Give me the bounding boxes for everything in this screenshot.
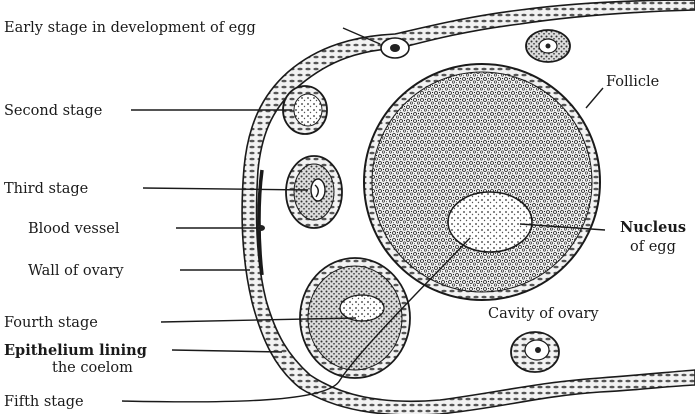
label-third-stage: Third stage <box>4 181 88 197</box>
label-fourth-stage: Fourth stage <box>4 315 98 331</box>
label-cavity-of-ovary: Cavity of ovary <box>488 306 599 322</box>
early-stage-egg <box>381 38 409 58</box>
label-early-stage: Early stage in development of egg <box>4 20 256 36</box>
nucleus-of-egg <box>448 192 532 252</box>
label-wall-of-ovary: Wall of ovary <box>28 263 124 279</box>
small-follicle-bottom-right <box>511 332 559 372</box>
label-blood-vessel: Blood vessel <box>28 221 120 237</box>
label-epithelium-line2: the coelom <box>52 360 133 376</box>
label-second-stage: Second stage <box>4 103 102 119</box>
third-stage-follicle <box>286 156 342 228</box>
large-follicle <box>364 64 600 300</box>
label-epithelium-line1: Epithelium lining <box>4 342 147 359</box>
label-nucleus-line1: Nucleus <box>620 219 686 236</box>
label-follicle: Follicle <box>606 74 659 90</box>
label-fifth-stage: Fifth stage <box>4 394 84 410</box>
small-follicle-top-right <box>526 30 570 62</box>
label-nucleus-line2: of egg <box>630 239 676 255</box>
